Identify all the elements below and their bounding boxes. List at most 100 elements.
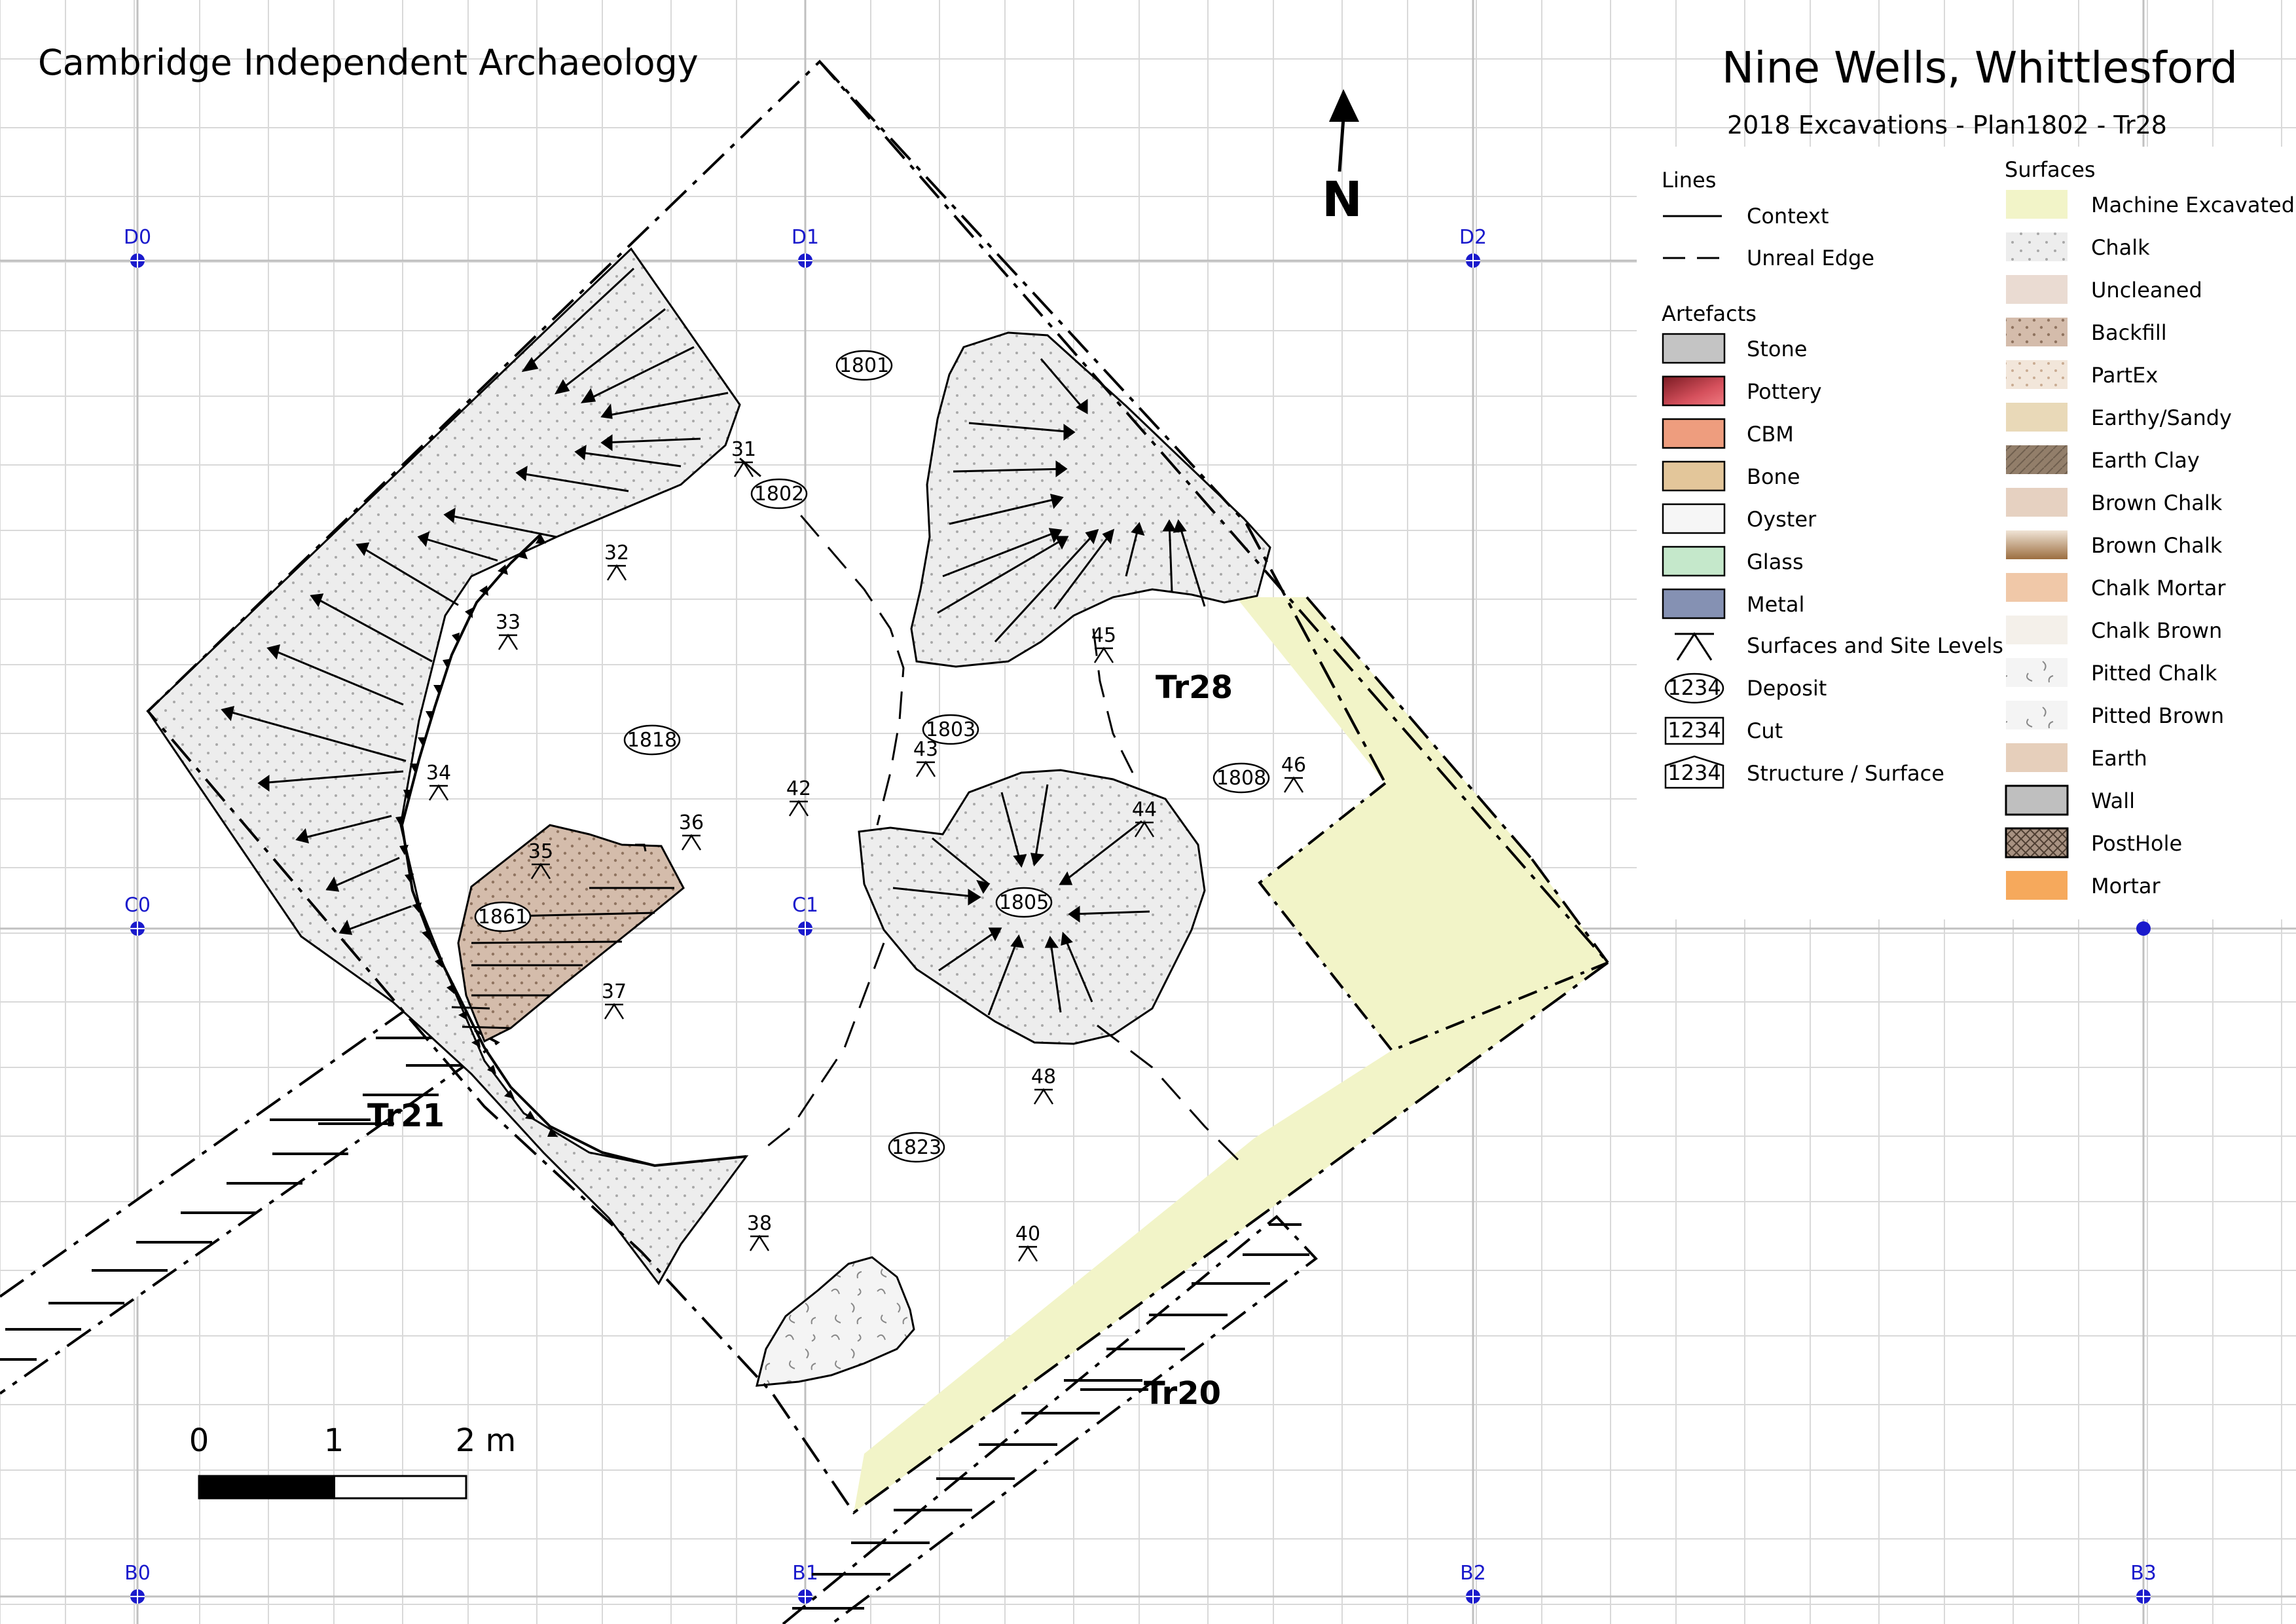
legend-lines-heading: Lines bbox=[1662, 168, 1716, 193]
surface-swatch bbox=[2006, 616, 2068, 644]
scale-tick-2: 2 m bbox=[456, 1422, 517, 1459]
trench-tr21-strip bbox=[0, 999, 500, 1395]
cut-symbol-icon bbox=[1664, 716, 1724, 745]
legend-artefact-label: Metal bbox=[1747, 592, 1804, 617]
svg-text:1805: 1805 bbox=[999, 891, 1049, 914]
surface-swatch bbox=[2006, 318, 2068, 346]
legend-artefact-label: Stone bbox=[1747, 337, 1807, 361]
cut-teeth bbox=[395, 534, 558, 1137]
scale-tick-1: 1 bbox=[324, 1422, 344, 1459]
legend-surface-label: PartEx bbox=[2091, 363, 2158, 388]
legend-surface-label: Brown Chalk bbox=[2091, 490, 2223, 515]
svg-text:46: 46 bbox=[1281, 754, 1306, 777]
chalk-top-right-patch bbox=[910, 331, 1271, 668]
site-level-icon: 31 bbox=[731, 438, 756, 477]
site-level-icon: 46 bbox=[1281, 754, 1306, 793]
north-label: N bbox=[1322, 172, 1362, 228]
artefact-swatch bbox=[1662, 503, 1726, 534]
legend-surface-label: Pitted Chalk bbox=[2091, 661, 2217, 686]
site-level-icon: 43 bbox=[913, 738, 938, 777]
legend-surface-label: Chalk Brown bbox=[2091, 618, 2222, 643]
hachures bbox=[221, 267, 1206, 1029]
pitted-chalk-feature bbox=[756, 1256, 915, 1387]
svg-text:44: 44 bbox=[1132, 798, 1157, 821]
north-arrow-icon: N bbox=[1322, 89, 1362, 228]
grid-label: B0 bbox=[124, 1562, 151, 1585]
surface-swatch bbox=[2005, 827, 2069, 858]
svg-text:1818: 1818 bbox=[627, 729, 677, 752]
legend-surface-label: Chalk Mortar bbox=[2091, 576, 2226, 600]
scale-bar: 0 1 2 m bbox=[189, 1422, 517, 1500]
artefact-swatch bbox=[1662, 545, 1726, 577]
legend-surface-label: Wall bbox=[2091, 788, 2135, 813]
svg-text:32: 32 bbox=[604, 542, 629, 564]
site-level-icon: 48 bbox=[1031, 1065, 1056, 1105]
trench-label: Tr21 bbox=[367, 1098, 445, 1134]
grid-label: C0 bbox=[124, 894, 151, 917]
legend-surface-label: Mortar bbox=[2091, 874, 2161, 898]
artefact-swatch bbox=[1662, 375, 1726, 407]
trench-label: Tr28 bbox=[1156, 669, 1233, 706]
site-level-icon: 44 bbox=[1132, 798, 1157, 838]
trench-label: Tr20 bbox=[1144, 1375, 1221, 1412]
trench-tr28 bbox=[146, 60, 1610, 1515]
artefact-swatch bbox=[1662, 588, 1726, 619]
svg-text:33: 33 bbox=[496, 611, 520, 634]
organisation-name: Cambridge Independent Archaeology bbox=[38, 42, 699, 83]
backfill-area-1861 bbox=[457, 824, 685, 1043]
plan-subtitle: 2018 Excavations - Plan1802 - Tr28 bbox=[1727, 111, 2167, 139]
legend-line-label: Unreal Edge bbox=[1747, 246, 1874, 270]
grid-point-icon bbox=[2136, 921, 2151, 936]
grid-label: B2 bbox=[1460, 1562, 1486, 1585]
surface-swatch bbox=[2006, 403, 2068, 432]
svg-text:31: 31 bbox=[731, 438, 756, 461]
deposit-label: 1808 bbox=[1212, 762, 1270, 794]
site-level-icon: 40 bbox=[1015, 1223, 1040, 1262]
grid-label: D2 bbox=[1459, 226, 1487, 249]
surface-swatch bbox=[2006, 488, 2068, 517]
svg-text:1801: 1801 bbox=[839, 354, 889, 377]
legend-surface-label: Pitted Brown bbox=[2091, 703, 2224, 728]
surface-swatch bbox=[2006, 232, 2068, 261]
svg-text:1803: 1803 bbox=[926, 718, 975, 741]
surface-swatch bbox=[2006, 743, 2068, 772]
legend-surface-label: Machine Excavated bbox=[2091, 193, 2295, 217]
legend-symbol-label: Cut bbox=[1747, 718, 1783, 743]
surface-swatch bbox=[2006, 658, 2068, 687]
svg-text:43: 43 bbox=[913, 738, 938, 761]
legend-artefact-label: Oyster bbox=[1747, 507, 1817, 532]
site-level-icon: 36 bbox=[679, 811, 704, 851]
legend-artefact-label: Pottery bbox=[1747, 379, 1822, 404]
site-level-icon: 38 bbox=[747, 1212, 772, 1251]
legend-artefact-label: Glass bbox=[1747, 549, 1804, 574]
legend-artefact-label: Bone bbox=[1747, 464, 1800, 489]
deposit-label: 1861 bbox=[474, 901, 532, 932]
legend-symbol-sample: 1234 bbox=[1667, 675, 1721, 700]
svg-text:37: 37 bbox=[602, 980, 627, 1003]
svg-text:1802: 1802 bbox=[754, 483, 804, 506]
legend-symbol-label: Structure / Surface bbox=[1747, 761, 1944, 786]
legend-symbol-sample: 1234 bbox=[1667, 718, 1721, 743]
surface-swatch bbox=[2006, 701, 2068, 729]
svg-text:34: 34 bbox=[426, 762, 451, 784]
surface-swatch bbox=[2006, 530, 2068, 559]
surface-swatch bbox=[2006, 190, 2068, 219]
site-level-icon: 45 bbox=[1091, 624, 1116, 663]
site-level-icon: 32 bbox=[604, 542, 629, 581]
legend-symbol-label: Surfaces and Site Levels bbox=[1747, 633, 2003, 658]
svg-text:35: 35 bbox=[528, 840, 553, 863]
legend-surface-label: Brown Chalk bbox=[2091, 533, 2223, 558]
svg-text:40: 40 bbox=[1015, 1223, 1040, 1246]
legend-surface-label: Uncleaned bbox=[2091, 278, 2202, 303]
legend-symbol-sample: 1234 bbox=[1667, 760, 1721, 785]
svg-text:48: 48 bbox=[1031, 1065, 1056, 1088]
scale-tick-0: 0 bbox=[189, 1422, 210, 1459]
legend-line-label: Context bbox=[1747, 204, 1829, 229]
trench-tr20-strip bbox=[782, 1215, 1318, 1624]
legend-surface-label: PostHole bbox=[2091, 831, 2182, 856]
legend-symbol-label: Deposit bbox=[1747, 676, 1827, 701]
grid-label: C1 bbox=[792, 894, 818, 917]
